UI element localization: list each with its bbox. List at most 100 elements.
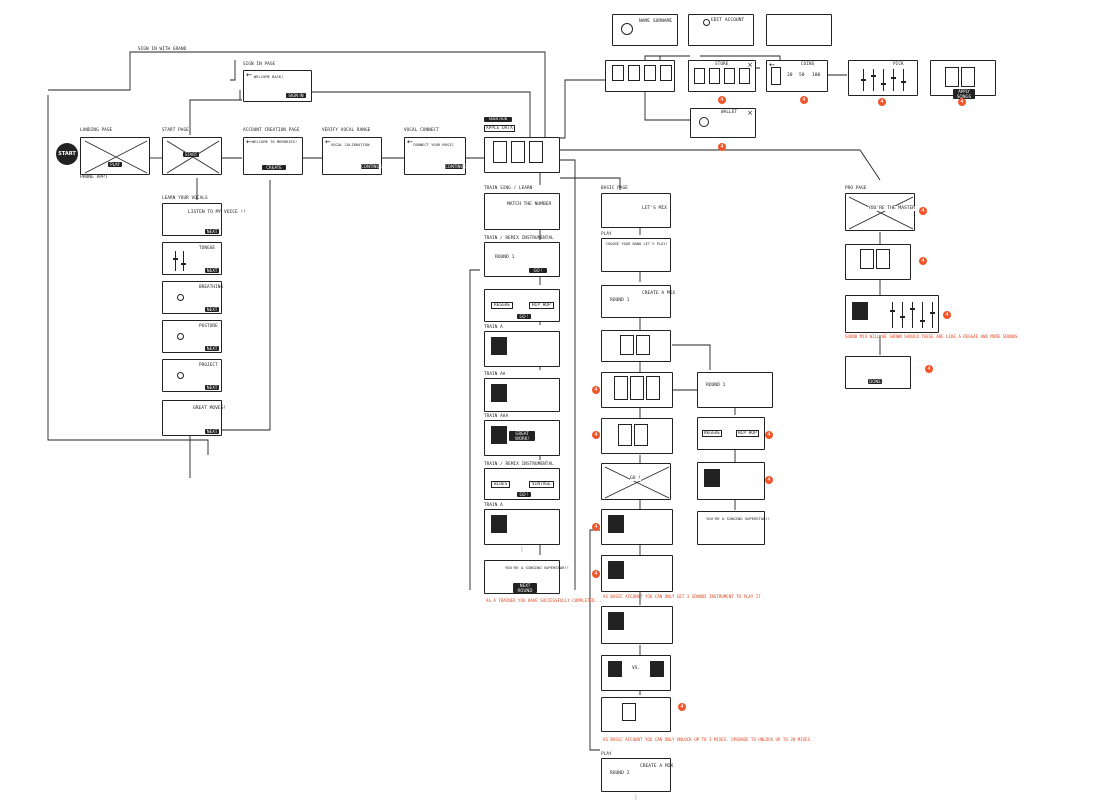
vocal-heading: VOCAL CALIBRATION bbox=[331, 143, 370, 147]
song-card[interactable] bbox=[961, 67, 975, 87]
connect-title: VOCAL CONNECT bbox=[404, 128, 439, 133]
mix-reggae[interactable]: REGGAE bbox=[702, 430, 723, 437]
start-node: START bbox=[56, 143, 78, 165]
continue-button[interactable]: CONTINUE bbox=[445, 164, 467, 169]
account-heading: WELCOME TO MEMORIES! bbox=[252, 140, 298, 144]
train-a2-screen bbox=[484, 509, 560, 545]
train-a-screen bbox=[484, 331, 560, 367]
basic-play-right-screen bbox=[697, 462, 765, 500]
create-button[interactable]: CREATE bbox=[262, 165, 286, 170]
image-placeholder-icon bbox=[84, 140, 148, 174]
start-button[interactable]: START bbox=[183, 152, 199, 157]
profile-tabs-screen bbox=[605, 60, 675, 92]
pro-pick-screen bbox=[845, 244, 911, 280]
card[interactable] bbox=[860, 249, 874, 269]
signin-button[interactable]: SIGN IN bbox=[286, 93, 306, 98]
go-text: GO ! bbox=[630, 476, 642, 482]
close-icon[interactable]: × bbox=[747, 109, 753, 117]
back-icon[interactable]: ← bbox=[407, 138, 413, 146]
mix-reggae[interactable]: REGGAE bbox=[491, 302, 514, 309]
store-item[interactable] bbox=[694, 68, 705, 84]
instrument-card[interactable] bbox=[614, 376, 628, 400]
train-end-screen: YOU'RE A SINGING SUPERSTAR!! NEXT ROUND bbox=[484, 560, 569, 594]
landing-title: LANDING PAGE bbox=[80, 128, 113, 133]
coins-screen: ← COINS 20 50 100 bbox=[766, 60, 828, 92]
song-card[interactable] bbox=[945, 67, 959, 87]
next-button[interactable]: NEXT bbox=[205, 346, 219, 351]
basic-header: BASIC PAGE bbox=[601, 186, 628, 191]
continue-button[interactable]: CONTINUE bbox=[361, 164, 383, 169]
apply-screen: APPLY SONGS bbox=[930, 60, 996, 99]
step-badge: 4 bbox=[718, 96, 726, 104]
next-button[interactable]: NEXT bbox=[205, 429, 219, 434]
learn-screen-6: GREAT MOVES! NEXT bbox=[162, 400, 226, 436]
store-item[interactable] bbox=[724, 68, 735, 84]
back-icon[interactable]: ← bbox=[246, 71, 252, 79]
pick-screen: PICK bbox=[848, 60, 918, 96]
learn-heading: BREATHING bbox=[199, 285, 224, 290]
start-screen: START bbox=[162, 137, 222, 175]
store-item[interactable] bbox=[709, 68, 720, 84]
step-badge: 4 bbox=[592, 386, 600, 394]
step-badge: 4 bbox=[919, 257, 927, 265]
more-dots: ⋮ bbox=[633, 794, 639, 801]
card[interactable] bbox=[636, 335, 650, 355]
next-button[interactable]: NEXT bbox=[205, 385, 219, 390]
go-button[interactable]: GO ! bbox=[529, 268, 547, 273]
avatar bbox=[703, 19, 710, 26]
round-label: ROUND 1 bbox=[610, 298, 630, 303]
play-button[interactable]: PLAY bbox=[108, 162, 122, 167]
breath-icon bbox=[177, 294, 184, 301]
basic-vs-screen: VS. bbox=[601, 655, 671, 691]
signin-title: SIGN IN PAGE bbox=[243, 62, 276, 67]
next-button[interactable]: NEXT bbox=[205, 229, 219, 234]
instrument-card[interactable] bbox=[630, 376, 644, 400]
card[interactable] bbox=[622, 703, 636, 721]
next-button[interactable]: NEXT bbox=[205, 307, 219, 312]
mix-vintage[interactable]: VINTAGE bbox=[529, 481, 554, 488]
wallet-screen: × WALLET bbox=[690, 108, 756, 138]
mix-hiphop[interactable]: HIP HOP bbox=[529, 302, 554, 309]
next-round-button[interactable]: NEXT ROUND bbox=[513, 583, 537, 593]
tab-training[interactable] bbox=[660, 65, 672, 81]
coin-value[interactable]: 50 bbox=[799, 73, 805, 78]
done-button[interactable]: DONE bbox=[868, 379, 882, 384]
next-button[interactable]: NEXT bbox=[205, 268, 219, 273]
go-button[interactable]: GO ! bbox=[517, 314, 531, 319]
go-button[interactable]: GO ! bbox=[517, 492, 531, 497]
coin-value[interactable]: 20 bbox=[787, 73, 793, 78]
mix-hiphop[interactable]: HIP HOP bbox=[736, 430, 759, 437]
learn-screen-1: LISTEN TO MY VOICE !! NEXT bbox=[162, 203, 246, 236]
connect-heading: CONNECT YOUR MUSIC bbox=[413, 143, 454, 147]
mix-blues[interactable]: BLUES bbox=[491, 481, 511, 488]
hub-card[interactable] bbox=[529, 141, 543, 163]
tab-friends[interactable] bbox=[612, 65, 624, 81]
back-icon[interactable]: ← bbox=[246, 138, 252, 146]
tab-store[interactable] bbox=[644, 65, 656, 81]
pro-screen: YOU'RE THE MASTER bbox=[845, 193, 916, 231]
coin-value[interactable]: 100 bbox=[812, 73, 821, 78]
card[interactable] bbox=[876, 249, 890, 269]
back-icon[interactable]: ← bbox=[769, 61, 775, 69]
card[interactable] bbox=[634, 424, 648, 446]
basic-select-screen bbox=[601, 418, 673, 454]
basic-end-screen bbox=[601, 697, 671, 732]
great-badge: GREAT WORK! bbox=[509, 431, 535, 441]
hub-card[interactable] bbox=[493, 141, 507, 163]
card[interactable] bbox=[618, 424, 632, 446]
hub-card[interactable] bbox=[511, 141, 525, 163]
basic-play-screen bbox=[601, 509, 673, 545]
instrument-card[interactable] bbox=[646, 376, 660, 400]
card[interactable] bbox=[620, 335, 634, 355]
back-icon[interactable]: ← bbox=[325, 138, 331, 146]
close-icon[interactable]: × bbox=[747, 61, 753, 69]
store-item[interactable] bbox=[739, 68, 750, 84]
basic-mix-screen: LET'S MIX bbox=[601, 193, 671, 228]
player-icon bbox=[608, 661, 622, 677]
apply-button[interactable]: APPLY SONGS bbox=[953, 89, 975, 99]
learn-screen-4: POSTURE NEXT bbox=[162, 320, 222, 353]
music-note-icon bbox=[852, 302, 868, 320]
tab-wallet[interactable] bbox=[628, 65, 640, 81]
basic-choose-screen: CHOOSE YOUR BAND LET'S PLAY! bbox=[601, 238, 671, 272]
coin-pack[interactable] bbox=[771, 67, 781, 85]
